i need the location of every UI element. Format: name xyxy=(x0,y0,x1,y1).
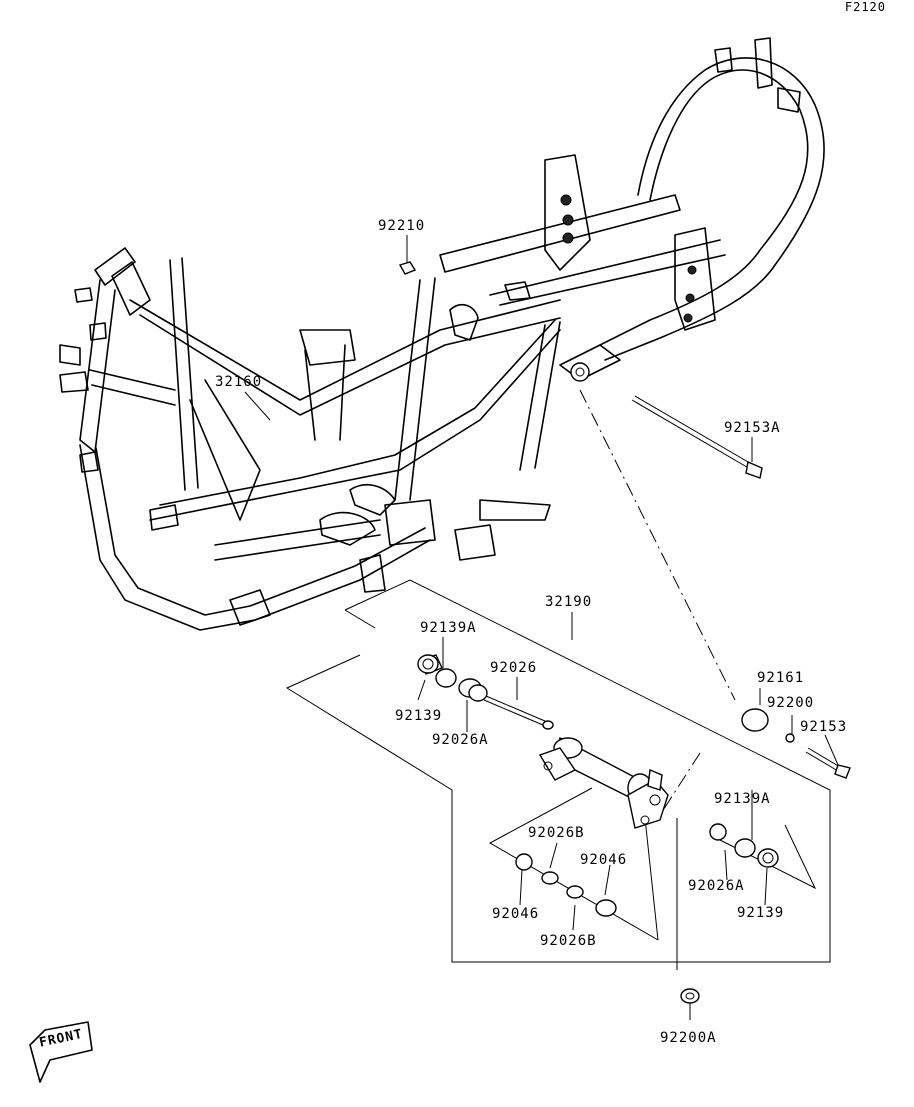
bracket-assembly xyxy=(538,736,669,829)
label-92139A-right: 92139A xyxy=(714,791,771,807)
leader-lines xyxy=(244,235,839,1020)
label-92139A-top: 92139A xyxy=(420,620,477,636)
label-92026: 92026 xyxy=(490,660,538,676)
label-92026A-left: 92026A xyxy=(432,732,489,748)
main-frame xyxy=(59,37,825,631)
assembly-32190-outline xyxy=(285,579,831,963)
label-32190: 32190 xyxy=(545,594,593,610)
nut-92210 xyxy=(398,261,417,275)
label-92026B-bottom: 92026B xyxy=(540,933,597,949)
label-92026A-right: 92026A xyxy=(688,878,745,894)
front-arrow-icon xyxy=(29,1021,93,1083)
label-92200A: 92200A xyxy=(660,1030,717,1046)
label-92210: 92210 xyxy=(378,218,426,234)
label-92161: 92161 xyxy=(757,670,805,686)
label-92026B-top: 92026B xyxy=(528,825,585,841)
label-92139-right: 92139 xyxy=(737,905,785,921)
label-92153A: 92153A xyxy=(724,420,781,436)
label-32160: 32160 xyxy=(215,374,263,390)
label-92046-mid: 92046 xyxy=(580,852,628,868)
label-92153: 92153 xyxy=(800,719,848,735)
diagram-code: F2120 xyxy=(844,0,886,14)
label-92046-left: 92046 xyxy=(492,906,540,922)
label-92139-left: 92139 xyxy=(395,708,443,724)
bolt-92153A xyxy=(631,395,763,479)
bushings xyxy=(417,654,851,1004)
label-92200: 92200 xyxy=(767,695,815,711)
